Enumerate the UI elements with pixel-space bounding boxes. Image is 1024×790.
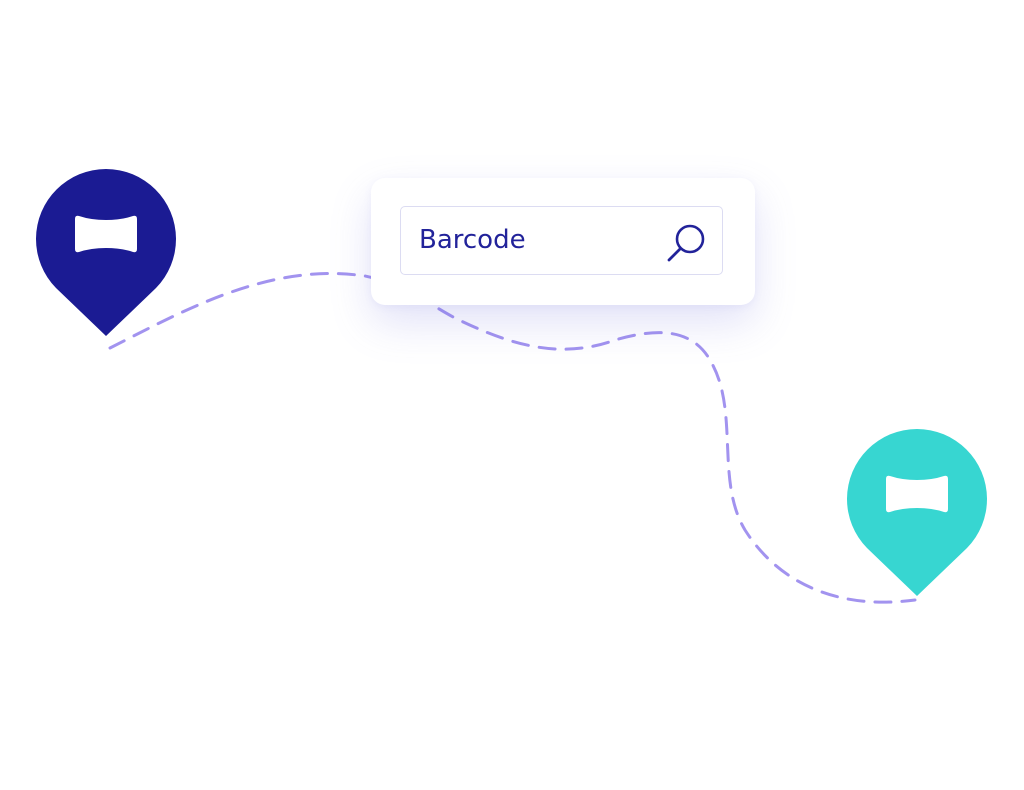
destination-pin-marker: [847, 429, 987, 596]
search-input[interactable]: [419, 207, 659, 273]
bowtie-icon: [75, 215, 137, 253]
search-box[interactable]: [400, 206, 723, 275]
origin-pin-marker: [35, 169, 176, 336]
search-card: [371, 178, 755, 305]
bowtie-icon: [886, 475, 948, 513]
route-dashed-line: [108, 272, 917, 604]
origin-pin[interactable]: [35, 168, 177, 336]
search-icon[interactable]: [664, 221, 708, 265]
destination-pin[interactable]: [846, 428, 988, 596]
